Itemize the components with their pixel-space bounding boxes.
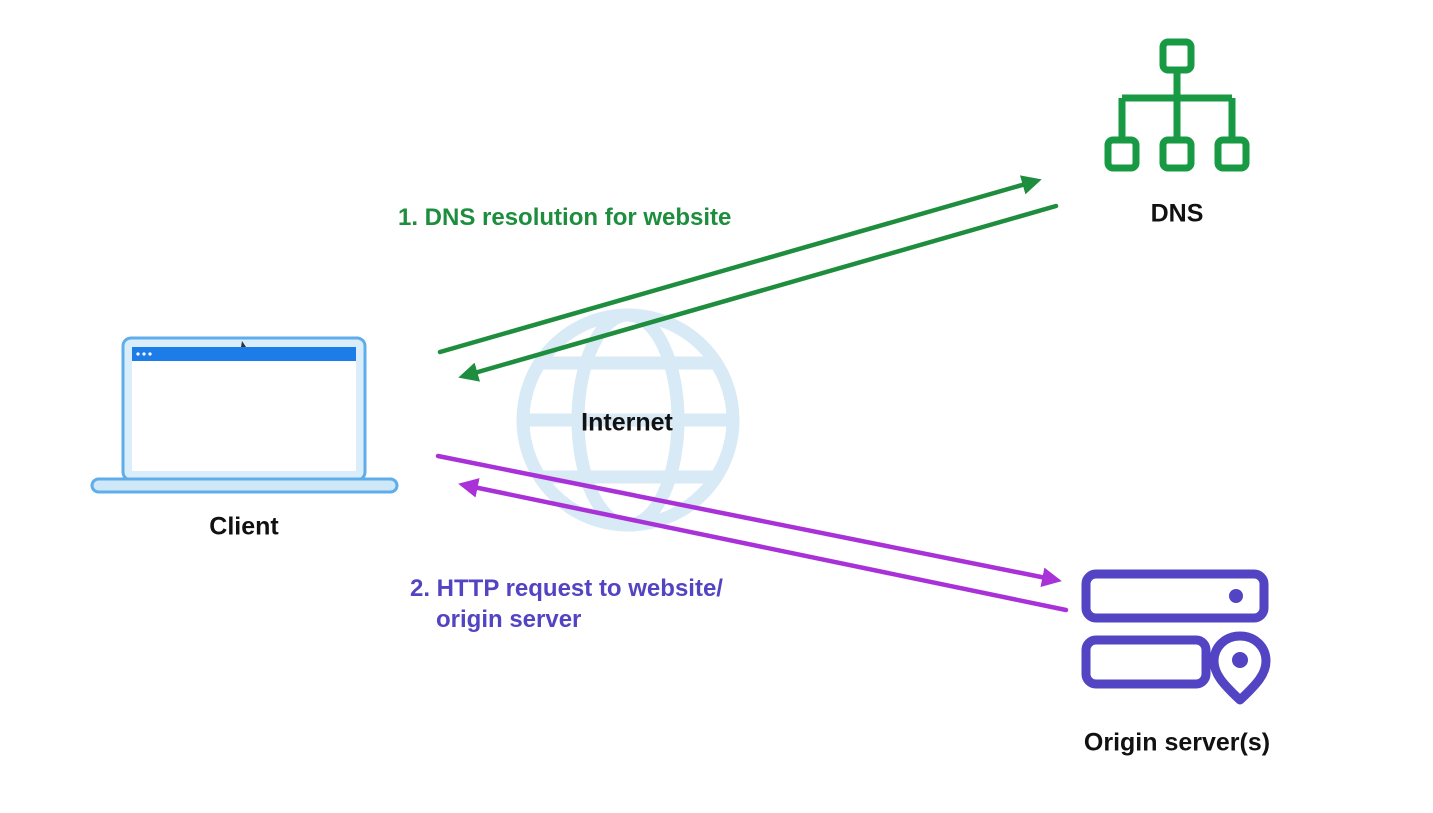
arrow-dns-to-client — [458, 203, 1059, 382]
server-indicator-dot — [1229, 589, 1243, 603]
browser-titlebar — [132, 347, 356, 361]
client-label: Client — [209, 512, 279, 541]
http-flow-arrows — [435, 453, 1069, 613]
client-laptop-icon — [90, 336, 399, 494]
arrow-client-to-dns — [437, 175, 1042, 355]
server-rack-top — [1081, 569, 1269, 623]
origin-server-icon — [1081, 569, 1271, 705]
dns-flow-label: 1. DNS resolution for website — [398, 204, 732, 231]
dns-flow-arrows — [437, 175, 1059, 382]
window-dot — [136, 352, 140, 356]
laptop-base — [90, 477, 399, 494]
dns-leaf-node — [1159, 136, 1195, 172]
dns-label: DNS — [1150, 199, 1204, 228]
dns-icon — [1104, 38, 1250, 172]
http-flow-label-line2: origin server — [436, 606, 582, 633]
arrow-client-to-origin — [435, 453, 1062, 587]
internet-globe-icon — [516, 308, 740, 532]
location-pin-dot — [1232, 652, 1248, 668]
laptop-screen — [132, 347, 356, 471]
dns-leaf-node — [1104, 136, 1140, 172]
arrow-origin-to-client — [458, 478, 1069, 613]
dns-root-node — [1159, 38, 1195, 74]
origin-server-label: Origin server(s) — [1083, 728, 1271, 757]
http-flow-label: 2. HTTP request to website/ origin serve… — [410, 573, 723, 635]
window-dot — [142, 352, 146, 356]
server-rack-bottom — [1081, 635, 1211, 689]
window-dot — [148, 352, 152, 356]
internet-label: Internet — [581, 408, 673, 437]
dns-leaf-node — [1214, 136, 1250, 172]
cursor-mark — [241, 341, 246, 347]
http-flow-label-line1: 2. HTTP request to website/ — [410, 575, 723, 602]
